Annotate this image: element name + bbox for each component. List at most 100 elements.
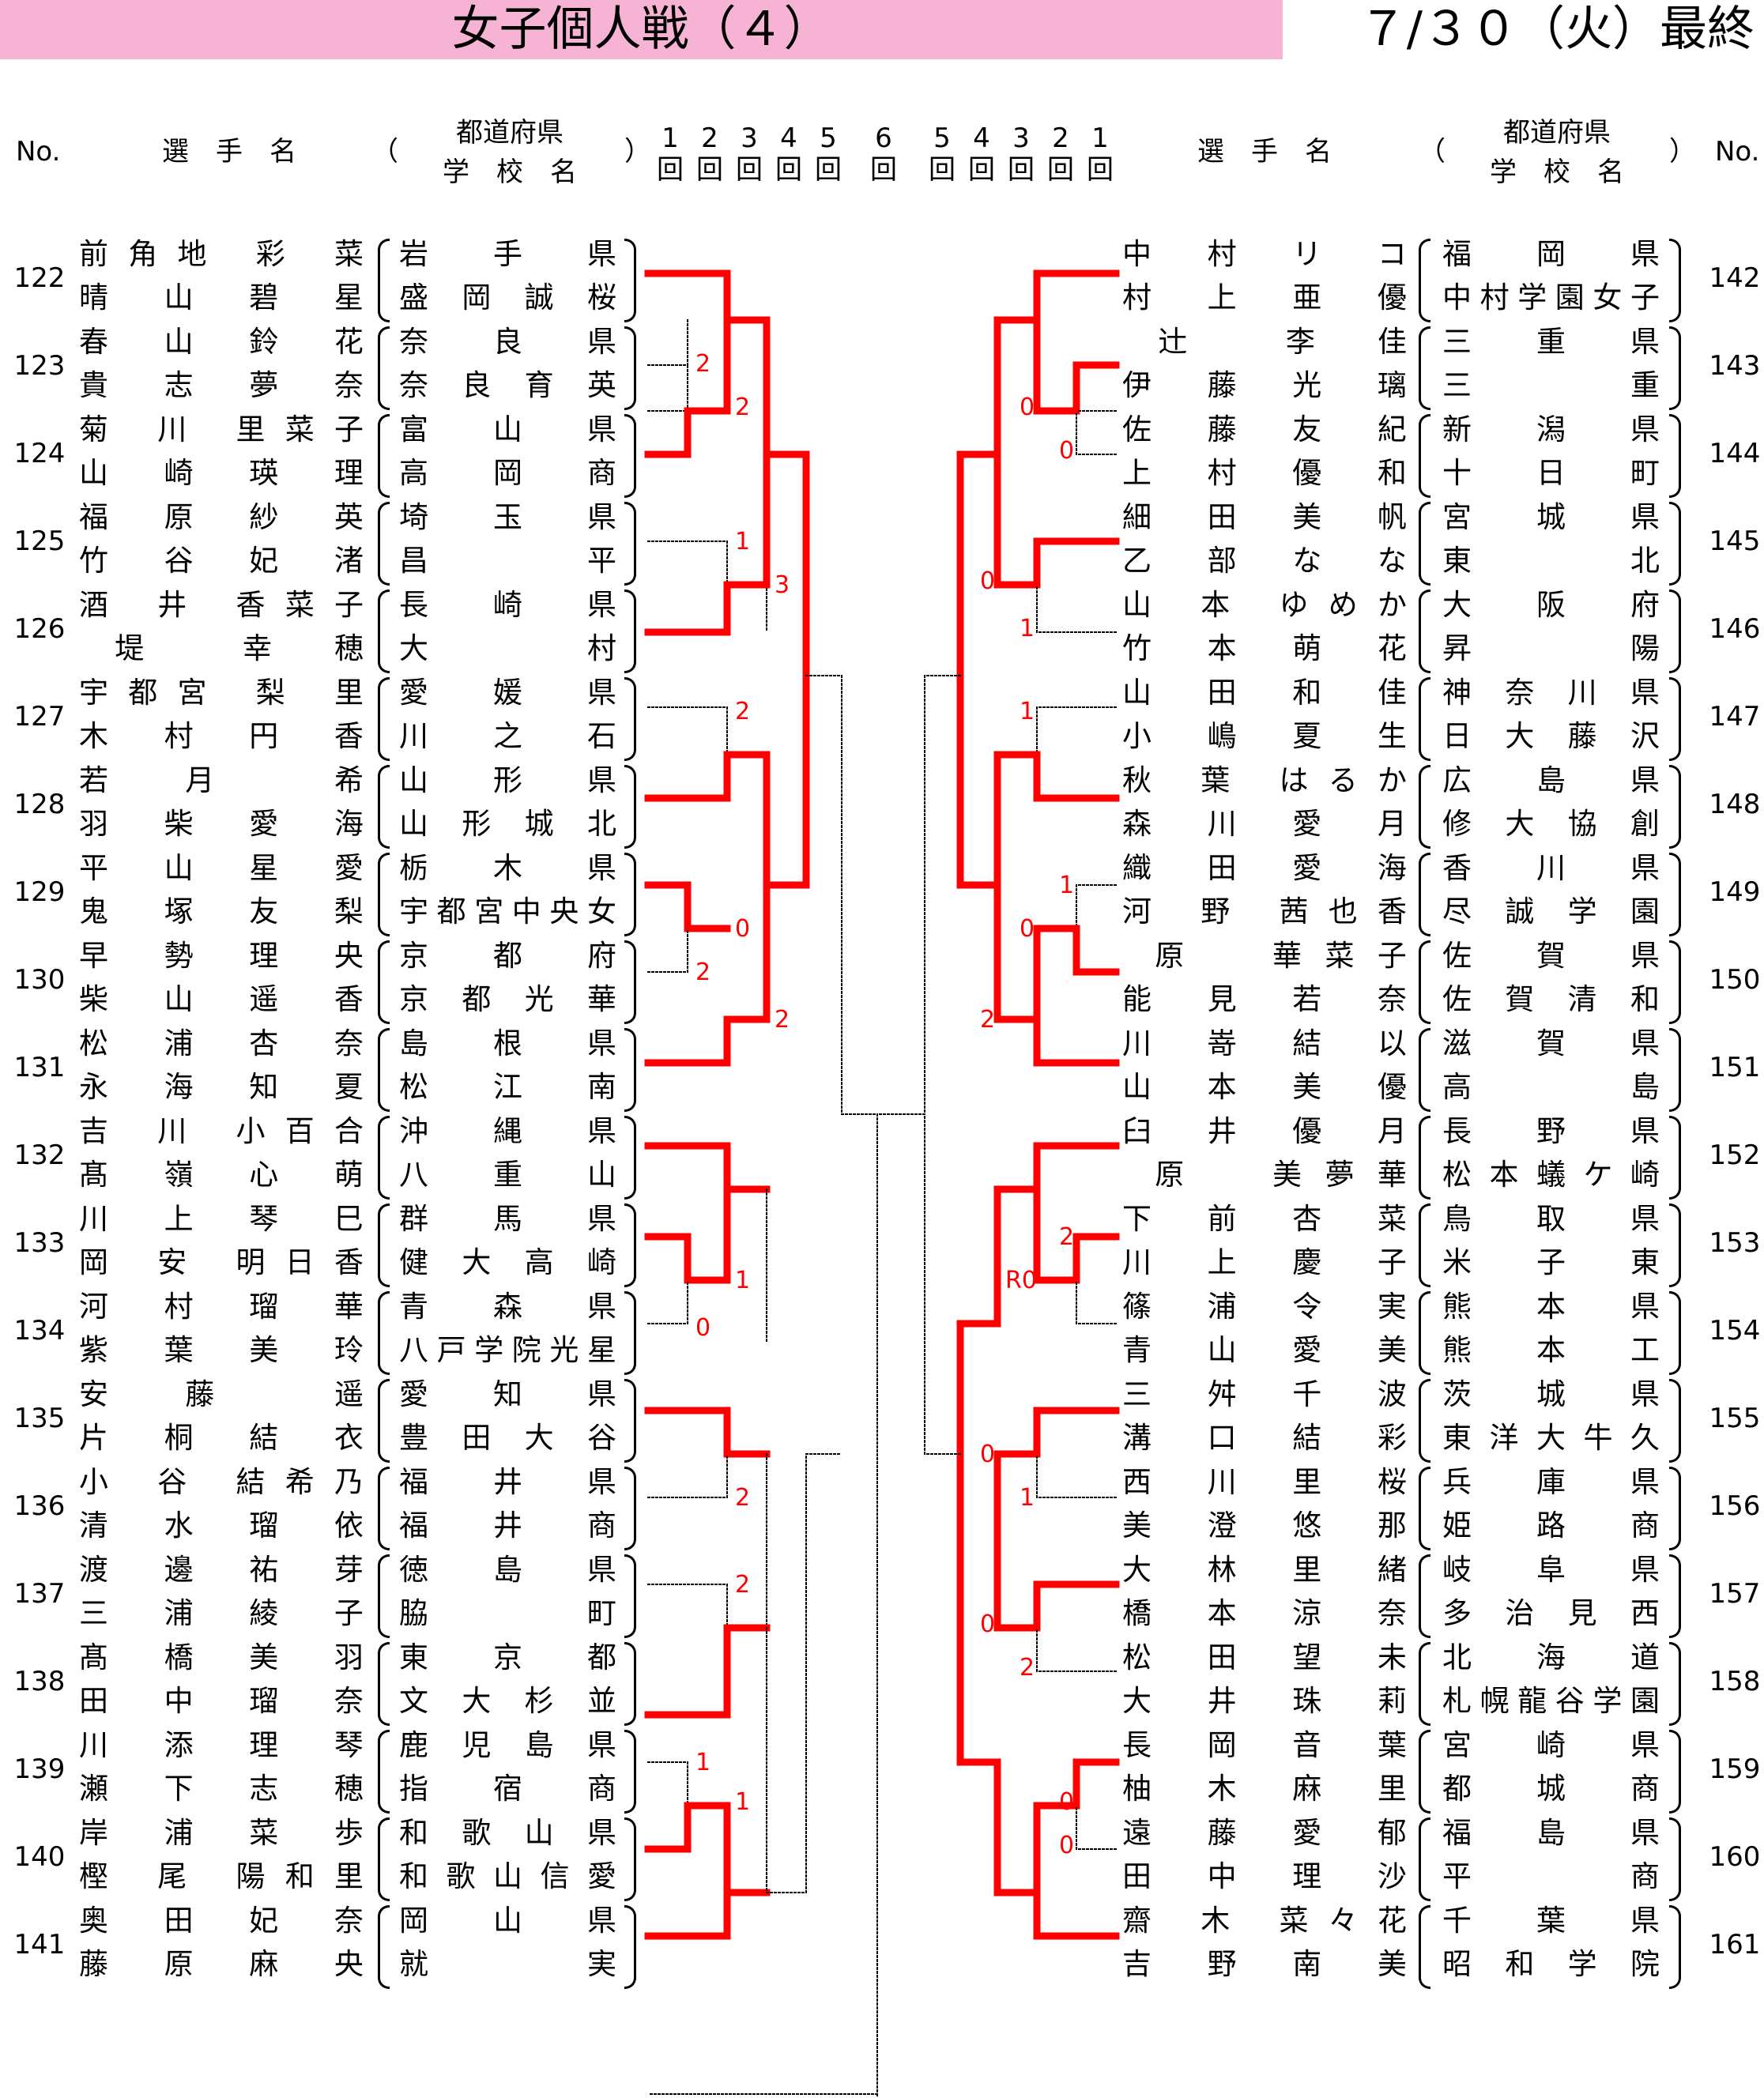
round-right-4: 2 [1052, 122, 1069, 154]
right-player-name: 秋 葉 はるか [1122, 763, 1407, 797]
left-player-name: 安 藤 遥 [79, 1377, 364, 1411]
round-left-5: 5 [820, 122, 837, 154]
header-paren-open-left: （ [371, 136, 398, 168]
right-school-pref: 兵 庫 県 [1442, 1465, 1660, 1499]
header-paren-close-left: ） [624, 136, 651, 168]
right-player-name: 長 岡 音 葉 [1122, 1728, 1407, 1762]
header-school-left: 学 校 名 [443, 156, 577, 188]
right-school-name: 東 北 [1442, 544, 1660, 578]
right-school-pref: 宮 城 県 [1442, 500, 1660, 534]
right-entry-no: 150 [1709, 964, 1761, 996]
left-player-name: 柴 山 遥 香 [79, 982, 364, 1016]
right-player-name: 川 嵜 結 以 [1122, 1026, 1407, 1060]
score-right: 0 [1059, 1788, 1074, 1816]
score-right: 2 [1020, 1654, 1035, 1682]
right-player-name: 田 中 理 沙 [1122, 1859, 1407, 1893]
right-bracket-open [1419, 502, 1430, 586]
left-player-name: 川 添 理 琴 [79, 1728, 364, 1762]
right-player-name: 原 華菜子 [1155, 939, 1407, 973]
left-bracket-open [378, 1291, 390, 1375]
round-right-2-kai: 回 [968, 154, 995, 186]
score-left: 1 [735, 528, 750, 556]
left-school-name: 就 実 [399, 1947, 616, 1981]
score-left: 2 [735, 1484, 750, 1512]
score-left: 2 [695, 350, 710, 378]
left-entry-no: 126 [13, 613, 66, 645]
right-player-name: 臼 井 優 月 [1122, 1114, 1407, 1148]
left-school-pref: 愛 知 県 [399, 1377, 616, 1411]
score-right: 1 [1020, 1484, 1035, 1512]
right-player-name: 乙 部 な な [1122, 544, 1407, 578]
right-entry-no: 151 [1709, 1052, 1761, 1083]
right-entry-no: 144 [1709, 438, 1761, 469]
left-school-pref: 岩 手 県 [399, 237, 616, 271]
left-school-pref: 福 井 県 [399, 1465, 616, 1499]
right-school-pref: 福 島 県 [1442, 1816, 1660, 1850]
left-player-name: 吉 川 小百合 [79, 1114, 364, 1148]
right-school-pref: 鳥 取 県 [1442, 1202, 1660, 1236]
right-entry-no: 155 [1709, 1403, 1761, 1434]
left-bracket-open [378, 1379, 390, 1463]
left-entry-no: 132 [13, 1139, 66, 1171]
left-player-name: 堤 幸 穂 [115, 631, 364, 665]
left-school-pref: 徳 島 県 [399, 1553, 616, 1587]
left-school-name: 松 江 南 [399, 1070, 616, 1104]
right-player-name: 能 見 若 奈 [1122, 982, 1407, 1016]
right-bracket-open [1419, 1291, 1430, 1375]
left-player-name: 早 勢 理 央 [79, 939, 364, 973]
right-school-pref: 新 潟 県 [1442, 412, 1660, 446]
right-entry-no: 159 [1709, 1753, 1761, 1785]
left-school-pref: 群 馬 県 [399, 1202, 616, 1236]
left-player-name: 前角地 彩 菜 [79, 237, 364, 271]
right-bracket-open [1419, 1905, 1430, 1989]
right-player-name: 柚 木 麻 里 [1122, 1772, 1407, 1806]
right-entry-no: 149 [1709, 876, 1761, 908]
score-left: 0 [695, 1314, 710, 1342]
left-entry-no: 122 [13, 262, 66, 294]
score-left: 0 [735, 915, 750, 943]
right-school-pref: 滋 賀 県 [1442, 1026, 1660, 1060]
right-entry-no: 145 [1709, 525, 1761, 557]
right-school-name: 佐賀清和 [1442, 982, 1660, 1016]
right-player-name: 山 本 ゆめか [1122, 588, 1407, 622]
right-school-pref: 北 海 道 [1442, 1640, 1660, 1674]
left-bracket-open [378, 940, 390, 1024]
left-bracket-open [378, 1554, 390, 1638]
left-player-name: 貴 志 夢 奈 [79, 368, 364, 402]
right-player-name: 細 田 美 帆 [1122, 500, 1407, 534]
left-player-name: 松 浦 杏 奈 [79, 1026, 364, 1060]
left-bracket-open [378, 502, 390, 586]
right-school-name: 昇 陽 [1442, 631, 1660, 665]
left-school-pref: 東 京 都 [399, 1640, 616, 1674]
round-left-1-kai: 回 [657, 154, 684, 186]
left-player-name: 藤 原 麻 央 [79, 1947, 364, 1981]
left-player-name: 平 山 星 愛 [79, 851, 364, 885]
right-bracket-open [1419, 1028, 1430, 1112]
right-school-pref: 岐 阜 県 [1442, 1553, 1660, 1587]
right-school-name: 熊 本 工 [1442, 1333, 1660, 1367]
round-left-2: 2 [701, 122, 718, 154]
page-title: 女子個人戦（４） [451, 2, 831, 57]
left-bracket-open [378, 677, 390, 761]
right-bracket-open [1419, 1116, 1430, 1200]
left-entry-no: 125 [13, 525, 66, 557]
right-entry-no: 142 [1709, 262, 1761, 294]
right-school-pref: 三 重 県 [1442, 325, 1660, 359]
right-bracket-open [1419, 940, 1430, 1024]
left-entry-no: 136 [13, 1490, 66, 1522]
right-player-name: 遠 藤 愛 郁 [1122, 1816, 1407, 1850]
right-school-name: 中村学園女子 [1442, 281, 1660, 315]
left-entry-no: 139 [13, 1753, 66, 1785]
round-right-4-kai: 回 [1047, 154, 1074, 186]
right-bracket-open [1419, 765, 1430, 849]
date-label: ７/３０（火）最終 [1359, 2, 1755, 57]
score-right: 2 [1059, 1223, 1074, 1251]
round-right-3: 3 [1012, 122, 1030, 154]
right-player-name: 山 本 美 優 [1122, 1070, 1407, 1104]
score-right: 0 [1059, 1832, 1074, 1859]
left-entry-no: 134 [13, 1315, 66, 1347]
right-bracket-open [1419, 326, 1430, 410]
left-school-pref: 愛 媛 県 [399, 676, 616, 710]
right-bracket-open [1419, 1554, 1430, 1638]
left-player-name: 髙 嶺 心 萌 [79, 1158, 364, 1192]
